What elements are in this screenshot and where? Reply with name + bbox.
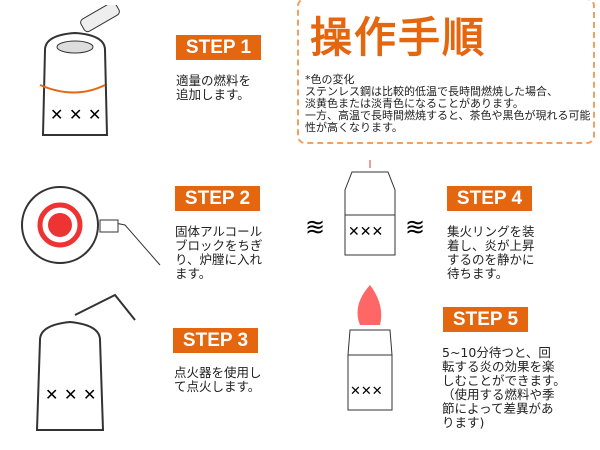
step-2-label: STEP 2 xyxy=(175,186,260,211)
step-4-text: 集火リングを装 着し、炎が上昇 するのを静かに 待ちます。 xyxy=(447,224,535,281)
svg-text:✕✕✕: ✕✕✕ xyxy=(348,224,383,240)
burner-refuel-illustration: ✕ ✕ ✕ xyxy=(39,5,120,136)
wind-icon: ≋ xyxy=(305,213,325,241)
step-5-label: STEP 5 xyxy=(443,307,528,332)
fuel-block-illustration xyxy=(21,186,161,266)
color-change-note: *色の変化ステンレス鋼は比較的低温で長時間燃焼した場合、 淡黄色または淡青色にな… xyxy=(305,74,595,134)
ignite-illustration: ✕ ✕ ✕ xyxy=(35,293,136,431)
svg-text:✕ ✕ ✕: ✕ ✕ ✕ xyxy=(45,385,96,404)
note-heading: *色の変化 xyxy=(305,73,355,86)
wind-icon: ≋ xyxy=(405,213,425,241)
flame-icon xyxy=(357,285,382,325)
step-3-text: 点火器を使用し て点火します。 xyxy=(174,365,262,394)
svg-text:✕✕✕: ✕✕✕ xyxy=(350,384,383,399)
note-body: ステンレス鋼は比較的低温で長時間燃焼した場合、 淡黄色または淡青色になることがあ… xyxy=(305,85,591,134)
burning-illustration: ✕✕✕ xyxy=(347,285,393,411)
step-4-label: STEP 4 xyxy=(447,186,532,211)
step-3-label: STEP 3 xyxy=(173,328,258,353)
step-1-text: 適量の燃料を 追加します。 xyxy=(176,73,252,102)
fire-ring-illustration: ✕✕✕ ≋ ≋ xyxy=(305,160,425,256)
step-1-label: STEP 1 xyxy=(176,35,261,60)
step-5-text: 5~10分待つと、回 転する炎の効果を楽 しむことができます。 （使用する燃料や… xyxy=(442,345,566,430)
note-box xyxy=(297,0,595,144)
svg-text:✕ ✕ ✕: ✕ ✕ ✕ xyxy=(50,105,101,124)
step-2-text: 固体アルコール ブロックをちぎ り、炉膛に入れ ます。 xyxy=(175,224,263,281)
page-title: 操作手順 xyxy=(310,13,487,62)
